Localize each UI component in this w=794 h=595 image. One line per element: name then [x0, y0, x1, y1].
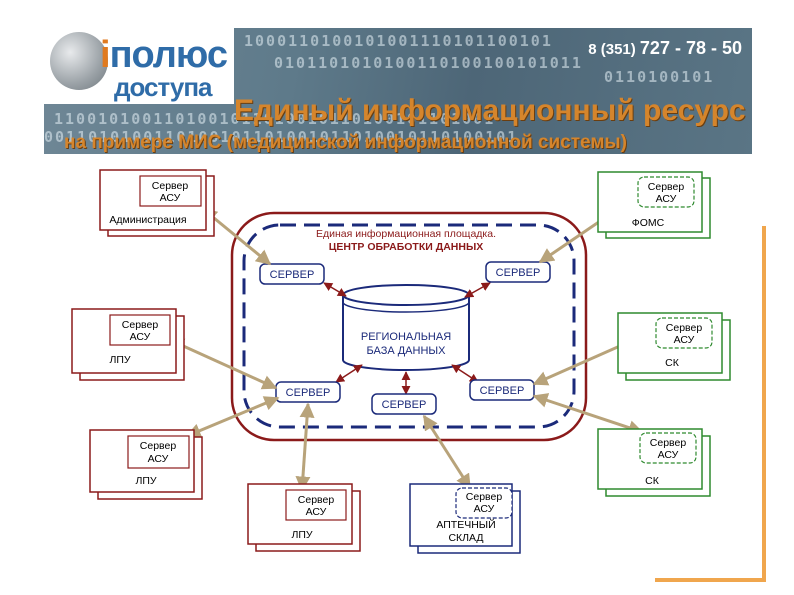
server-label: СЕРВЕР [480, 385, 525, 397]
lpu-label: ЛПУ [109, 354, 130, 366]
asu-server-label-line2: АСУ [148, 453, 169, 465]
server-node: СЕРВЕР [469, 379, 535, 401]
pharmacy-label-line1: АПТЕЧНЫЙ [436, 518, 495, 531]
lpu-node: Сервер АСУ ЛПУ [247, 483, 361, 552]
asu-server-label-line1: Сервер [122, 319, 159, 331]
logo-text-line2: доступа [114, 72, 213, 102]
binary-pattern: 0011010100110100101101001011010010110100… [44, 128, 519, 146]
binary-pattern: 0110100101 [604, 68, 715, 86]
server-node: СЕРВЕР [371, 393, 437, 415]
logo: iполюс доступа [44, 28, 234, 104]
accent-line-bottom [655, 578, 766, 582]
data-center-dashed-frame [242, 223, 576, 429]
admin-node: Сервер АСУ Администрация [99, 169, 215, 237]
admin-label: Администрация [109, 214, 186, 226]
lpu-node: Сервер АСУ ЛПУ [71, 308, 185, 381]
server-node: СЕРВЕР [485, 261, 551, 283]
asu-server-label-line1: Сервер [140, 440, 177, 452]
asu-server-label-line2: АСУ [130, 331, 151, 343]
asu-server-label-line1: Сервер [152, 180, 189, 192]
data-center-frame [230, 211, 588, 442]
phone-number: 8 (351) 727 - 78 - 50 [588, 38, 742, 58]
asu-server-label-line2: АСУ [160, 192, 181, 204]
lpu-node: Сервер АСУ ЛПУ [89, 429, 203, 500]
binary-pattern: 1000110100101001110101100101 [244, 32, 553, 50]
asu-server-label-line1: Сервер [650, 437, 687, 449]
database-label-line2: БАЗА ДАННЫХ [367, 345, 447, 357]
lpu-label: ЛПУ [135, 475, 156, 487]
binary-pattern: 1100101001101001011010010110100101101001 [54, 110, 496, 128]
sk-node: Сервер АСУ СК [597, 428, 711, 497]
center-caption-line1: Единая информационная площадка. [316, 228, 496, 240]
pharmacy-label-line2: СКЛАД [448, 532, 483, 544]
logo-text-line1: iполюс [100, 34, 228, 76]
asu-server-label-line2: АСУ [674, 334, 695, 346]
foms-label: ФОМС [632, 217, 665, 229]
server-label: СЕРВЕР [286, 387, 331, 399]
header-banner: 1000110100101001110101100101 01011010101… [44, 28, 752, 154]
asu-server-label-line2: АСУ [474, 503, 495, 515]
asu-server-label-line2: АСУ [306, 506, 327, 518]
sk-node: Сервер АСУ СК [617, 312, 731, 381]
database-label-line1: РЕГИОНАЛЬНАЯ [361, 331, 451, 343]
pharmacy-node: Сервер АСУ АПТЕЧНЫЙ СКЛАД [409, 483, 521, 554]
asu-server-label-line2: АСУ [656, 193, 677, 205]
page-title: Единый информационный ресурс [234, 94, 746, 127]
asu-server-label-line1: Сервер [648, 181, 685, 193]
asu-server-label-line1: Сервер [298, 494, 335, 506]
sk-label: СК [665, 357, 680, 369]
server-label: СЕРВЕР [496, 267, 541, 279]
sk-label: СК [645, 475, 660, 487]
asu-server-label-line2: АСУ [658, 449, 679, 461]
server-node: СЕРВЕР [259, 263, 325, 285]
asu-server-label-line1: Сервер [466, 491, 503, 503]
asu-server-label-line1: Сервер [666, 322, 703, 334]
regional-database: РЕГИОНАЛЬНАЯ БАЗА ДАННЫХ [342, 284, 470, 371]
foms-node: Сервер АСУ ФОМС [597, 171, 711, 239]
page-subtitle: на примере МИС (медицинской информационн… [64, 132, 627, 153]
lpu-label: ЛПУ [291, 529, 312, 541]
server-label: СЕРВЕР [382, 399, 427, 411]
server-node: СЕРВЕР [275, 381, 341, 403]
accent-line [762, 226, 766, 582]
globe-icon [50, 32, 108, 90]
server-label: СЕРВЕР [270, 269, 315, 281]
binary-pattern: 0101101010100110100100101011 [274, 54, 583, 72]
internal-links [323, 282, 491, 395]
center-caption-line2: ЦЕНТР ОБРАБОТКИ ДАННЫХ [329, 241, 483, 253]
